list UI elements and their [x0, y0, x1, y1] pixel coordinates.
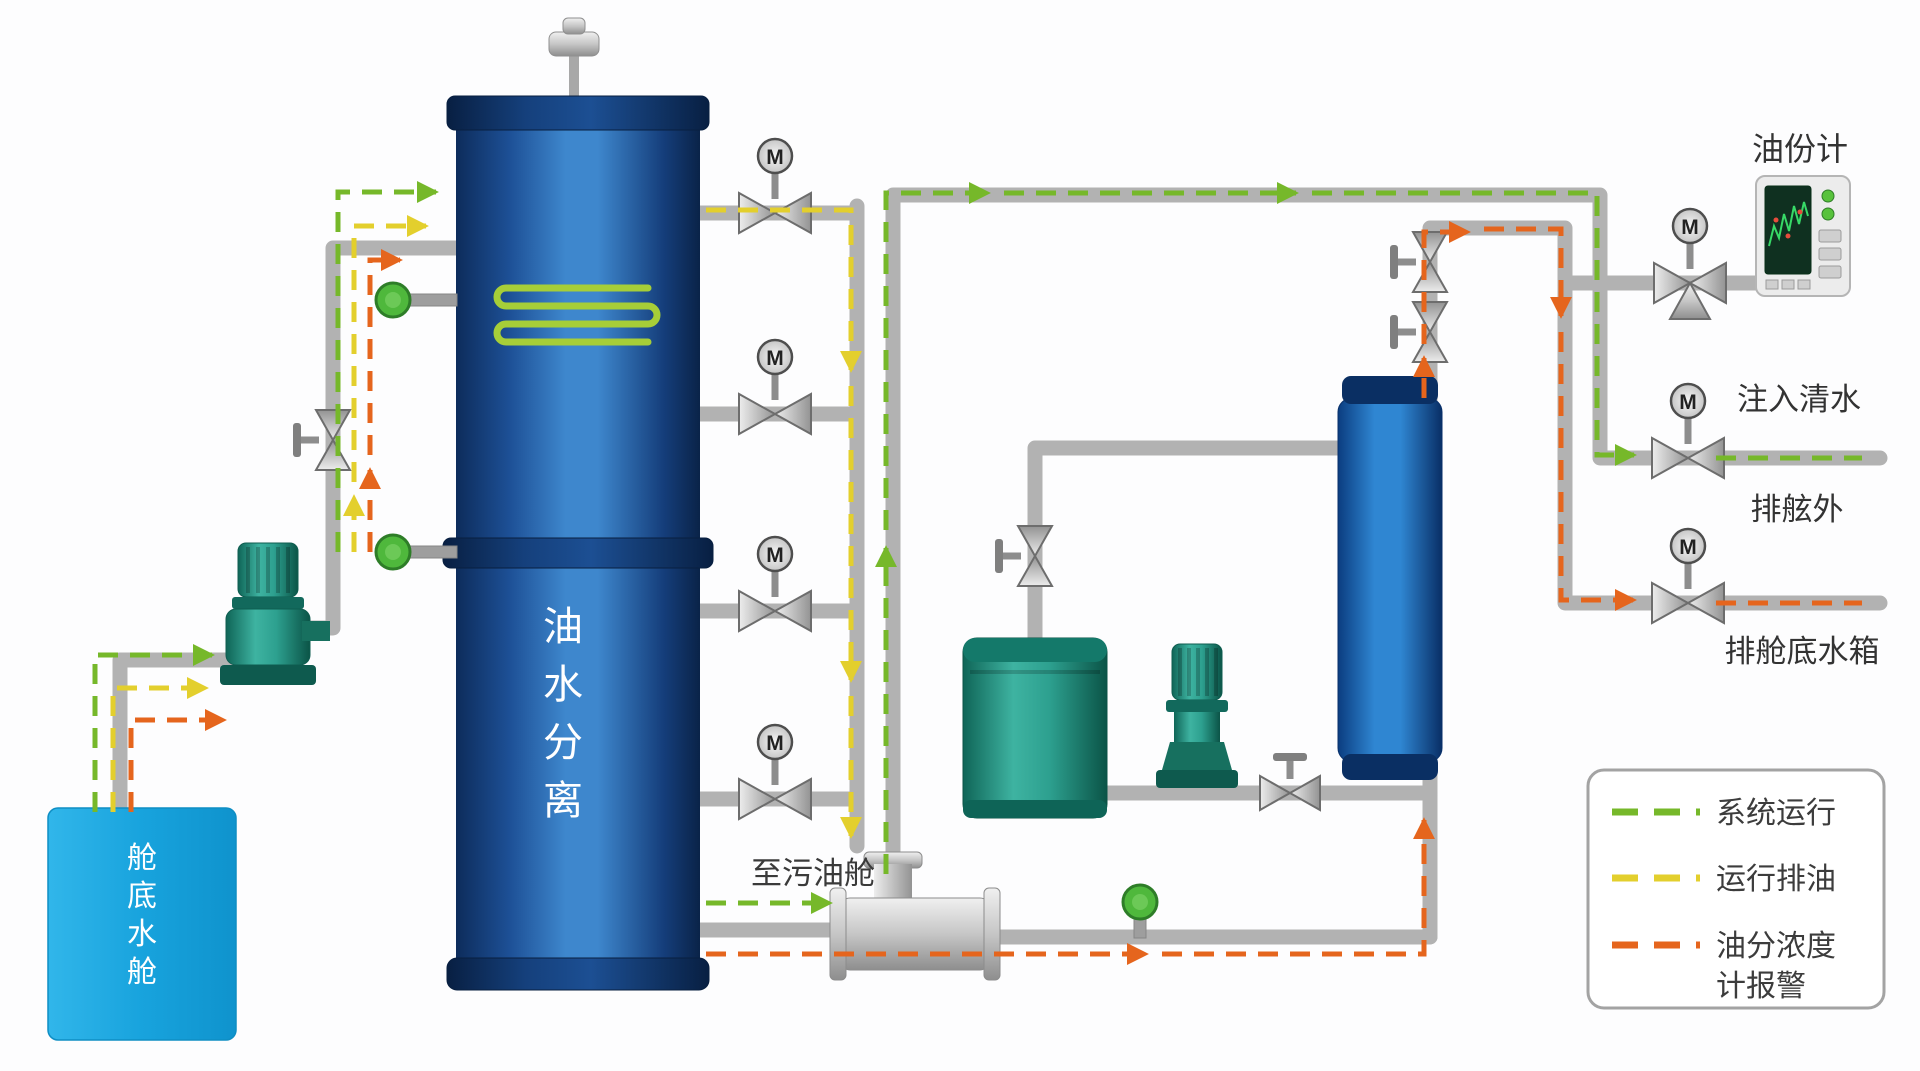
meter-led: [1821, 189, 1835, 203]
manual-valve-dosing: [994, 525, 1053, 587]
meter-button: [1818, 265, 1842, 279]
meter-button: [1818, 247, 1842, 261]
legend-label-alarm-line1: 油分浓度: [1716, 930, 1836, 963]
to-dirty-oil-label: 至污油舱: [751, 856, 875, 891]
tee-junction: [829, 851, 1001, 981]
heating-coil-icon: [493, 284, 661, 346]
discharge-bilge-tank-label: 排舱底水箱: [1725, 634, 1880, 669]
pipe-dosing-line: [1027, 440, 1350, 650]
legend-label-alarm-line2: 计报警: [1716, 970, 1806, 1003]
manual-valve-booster: [1259, 752, 1321, 811]
separator-label: 油水分离: [543, 605, 583, 823]
feed-pump: [220, 542, 330, 685]
legend-label-system: 系统运行: [1716, 797, 1836, 830]
oil-meter-label: 油份计: [1752, 131, 1848, 167]
flow-oil-discharge: [110, 207, 863, 839]
meter-led: [1821, 207, 1835, 221]
legend: 系统运行 运行排油 油分浓度 计报警: [1586, 768, 1886, 1010]
booster-pump: [1156, 643, 1238, 788]
flow-alarm-recirculation: [128, 220, 1862, 966]
pressure-gauge-lower: [374, 533, 458, 571]
oil-water-separator-tank: 油水分离: [442, 17, 714, 991]
pressure-gauge-upper: [374, 281, 458, 319]
oil-content-meter-display: [1755, 175, 1851, 297]
manual-valve-riser-upper: [1389, 231, 1448, 293]
meter-button: [1818, 229, 1842, 243]
three-way-motor-valve-meter: [1652, 207, 1728, 321]
flow-system-running: [92, 180, 1862, 915]
manual-valve-riser-lower: [1389, 301, 1448, 363]
manual-valve-inlet: [292, 409, 351, 471]
dosing-tank: [962, 637, 1108, 819]
pressure-gauge-bottom-line: [1121, 883, 1159, 939]
legend-label-oil: 运行排油: [1716, 863, 1836, 896]
bilge-tank-label: 舱底水舱: [127, 842, 157, 989]
filter-unit: [1337, 376, 1443, 780]
bilge-water-tank: 舱底水舱: [47, 807, 237, 1041]
discharge-overboard-label: 排舷外: [1751, 492, 1844, 527]
inject-fresh-water-label: 注入清水: [1737, 382, 1861, 417]
